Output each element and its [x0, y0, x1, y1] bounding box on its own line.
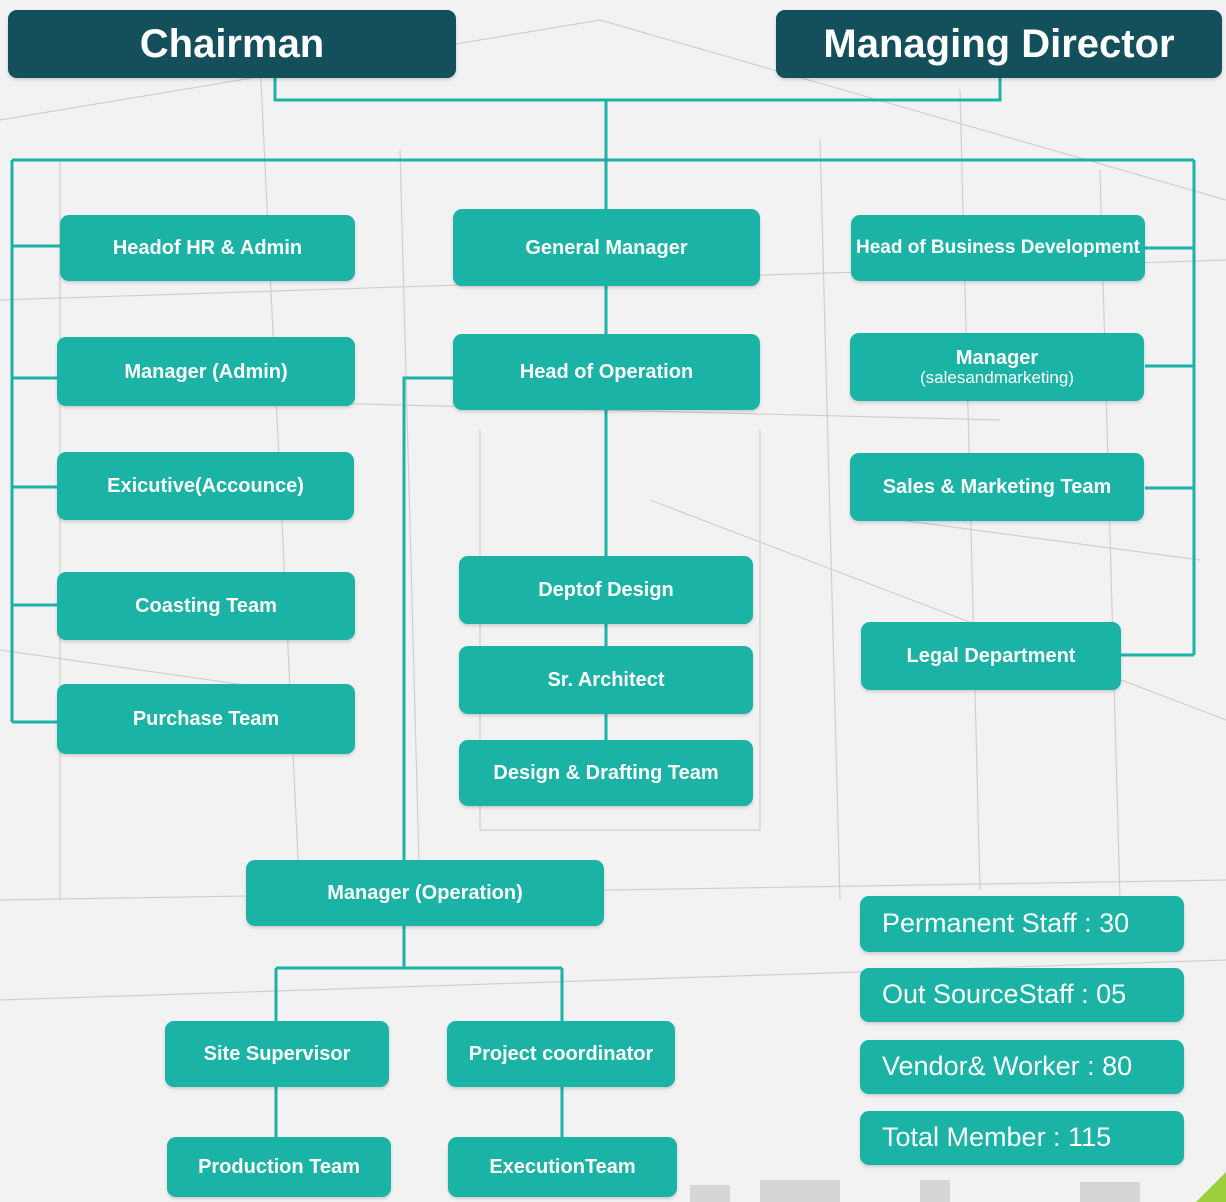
site-supervisor-box[interactable]: Site Supervisor — [165, 1021, 389, 1087]
sales-marketing-team-label: Sales & Marketing Team — [882, 476, 1112, 498]
project-coordinator-box[interactable]: Project coordinator — [447, 1021, 675, 1087]
design-drafting-team-label: Design & Drafting Team — [493, 762, 719, 784]
legal-department-label: Legal Department — [906, 645, 1076, 667]
sr-architect-label: Sr. Architect — [547, 669, 665, 691]
site-supervisor-label: Site Supervisor — [203, 1043, 351, 1065]
head-business-development-box[interactable]: Head of Business Development — [851, 215, 1145, 281]
manager-operation-box[interactable]: Manager (Operation) — [246, 860, 604, 926]
manager-admin-box[interactable]: Manager (Admin) — [57, 337, 355, 406]
manager-admin-label: Manager (Admin) — [124, 360, 288, 383]
production-team-box[interactable]: Production Team — [167, 1137, 391, 1197]
execution-team-box[interactable]: ExecutionTeam — [448, 1137, 677, 1197]
costing-team-label: Coasting Team — [135, 595, 277, 617]
costing-team-box[interactable]: Coasting Team — [57, 572, 355, 640]
production-team-label: Production Team — [198, 1156, 360, 1178]
managing-director-label: Managing Director — [823, 22, 1175, 66]
manager-operation-label: Manager (Operation) — [327, 882, 523, 904]
chairman-label: Chairman — [139, 22, 325, 66]
head-business-development-label: Head of Business Development — [855, 236, 1141, 258]
legal-department-box[interactable]: Legal Department — [861, 622, 1121, 690]
general-manager-label: General Manager — [525, 236, 688, 259]
stat-permanent-staff-label: Permanent Staff : 30 — [882, 908, 1130, 939]
head-hr-admin-box[interactable]: Headof HR & Admin — [60, 215, 355, 281]
stat-permanent-staff: Permanent Staff : 30 — [860, 896, 1184, 952]
stat-vendor-worker-label: Vendor& Worker : 80 — [882, 1051, 1133, 1082]
manager-sales-label: Manager — [955, 346, 1039, 369]
execution-team-label: ExecutionTeam — [489, 1156, 636, 1178]
managing-director-box[interactable]: Managing Director — [776, 10, 1222, 78]
design-drafting-team-box[interactable]: Design & Drafting Team — [459, 740, 753, 806]
stat-total-member: Total Member : 115 — [860, 1111, 1184, 1165]
sr-architect-box[interactable]: Sr. Architect — [459, 646, 753, 714]
sales-marketing-team-box[interactable]: Sales & Marketing Team — [850, 453, 1144, 521]
executive-accounts-box[interactable]: Exicutive(Accounce) — [57, 452, 354, 520]
head-of-operation-label: Head of Operation — [519, 361, 694, 383]
project-coordinator-label: Project coordinator — [468, 1043, 654, 1065]
dept-of-design-label: Deptof Design — [538, 579, 674, 601]
purchase-team-label: Purchase Team — [132, 708, 280, 730]
stat-outsource-staff-label: Out SourceStaff : 05 — [882, 979, 1127, 1010]
stat-vendor-worker: Vendor& Worker : 80 — [860, 1040, 1184, 1094]
purchase-team-box[interactable]: Purchase Team — [57, 684, 355, 754]
chairman-box[interactable]: Chairman — [8, 10, 456, 78]
general-manager-box[interactable]: General Manager — [453, 209, 760, 286]
dept-of-design-box[interactable]: Deptof Design — [459, 556, 753, 624]
stat-outsource-staff: Out SourceStaff : 05 — [860, 968, 1184, 1022]
manager-sales-sublabel: (salesandmarketing) — [919, 367, 1074, 387]
corner-accent — [1196, 1172, 1226, 1202]
manager-sales-box[interactable]: Manager (salesandmarketing) — [850, 333, 1144, 401]
executive-accounts-label: Exicutive(Accounce) — [107, 475, 304, 497]
stat-total-member-label: Total Member : 115 — [882, 1122, 1112, 1153]
head-of-operation-box[interactable]: Head of Operation — [453, 334, 760, 410]
head-hr-admin-label: Headof HR & Admin — [112, 237, 303, 259]
